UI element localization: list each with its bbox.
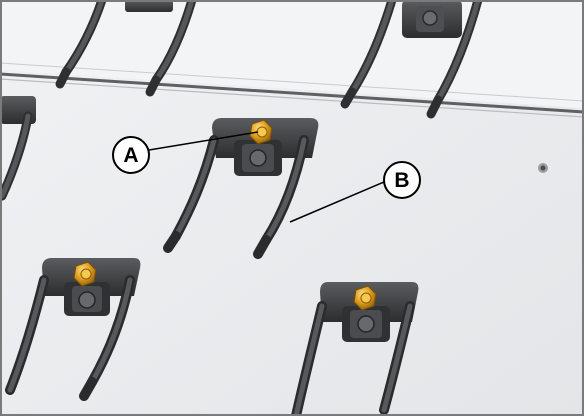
tine-group-top-left bbox=[55, 0, 197, 97]
tine-group-bottom-left bbox=[5, 258, 141, 401]
callout-a: A bbox=[112, 136, 150, 174]
callout-a-leader bbox=[148, 131, 259, 151]
callout-b-label: B bbox=[394, 169, 409, 192]
callout-a-label: A bbox=[123, 144, 138, 167]
tine-group-bottom-right bbox=[291, 282, 419, 416]
panel-hole bbox=[538, 163, 548, 173]
tine-group-top-right bbox=[340, 0, 483, 119]
tine-group-center bbox=[163, 118, 319, 259]
panel-edge-line bbox=[0, 72, 584, 114]
panel-crease bbox=[0, 62, 584, 102]
callout-b-leader bbox=[289, 181, 385, 223]
tine-group-left-edge bbox=[0, 96, 36, 201]
panel-edge-highlight bbox=[0, 78, 584, 118]
callout-b: B bbox=[383, 161, 421, 199]
